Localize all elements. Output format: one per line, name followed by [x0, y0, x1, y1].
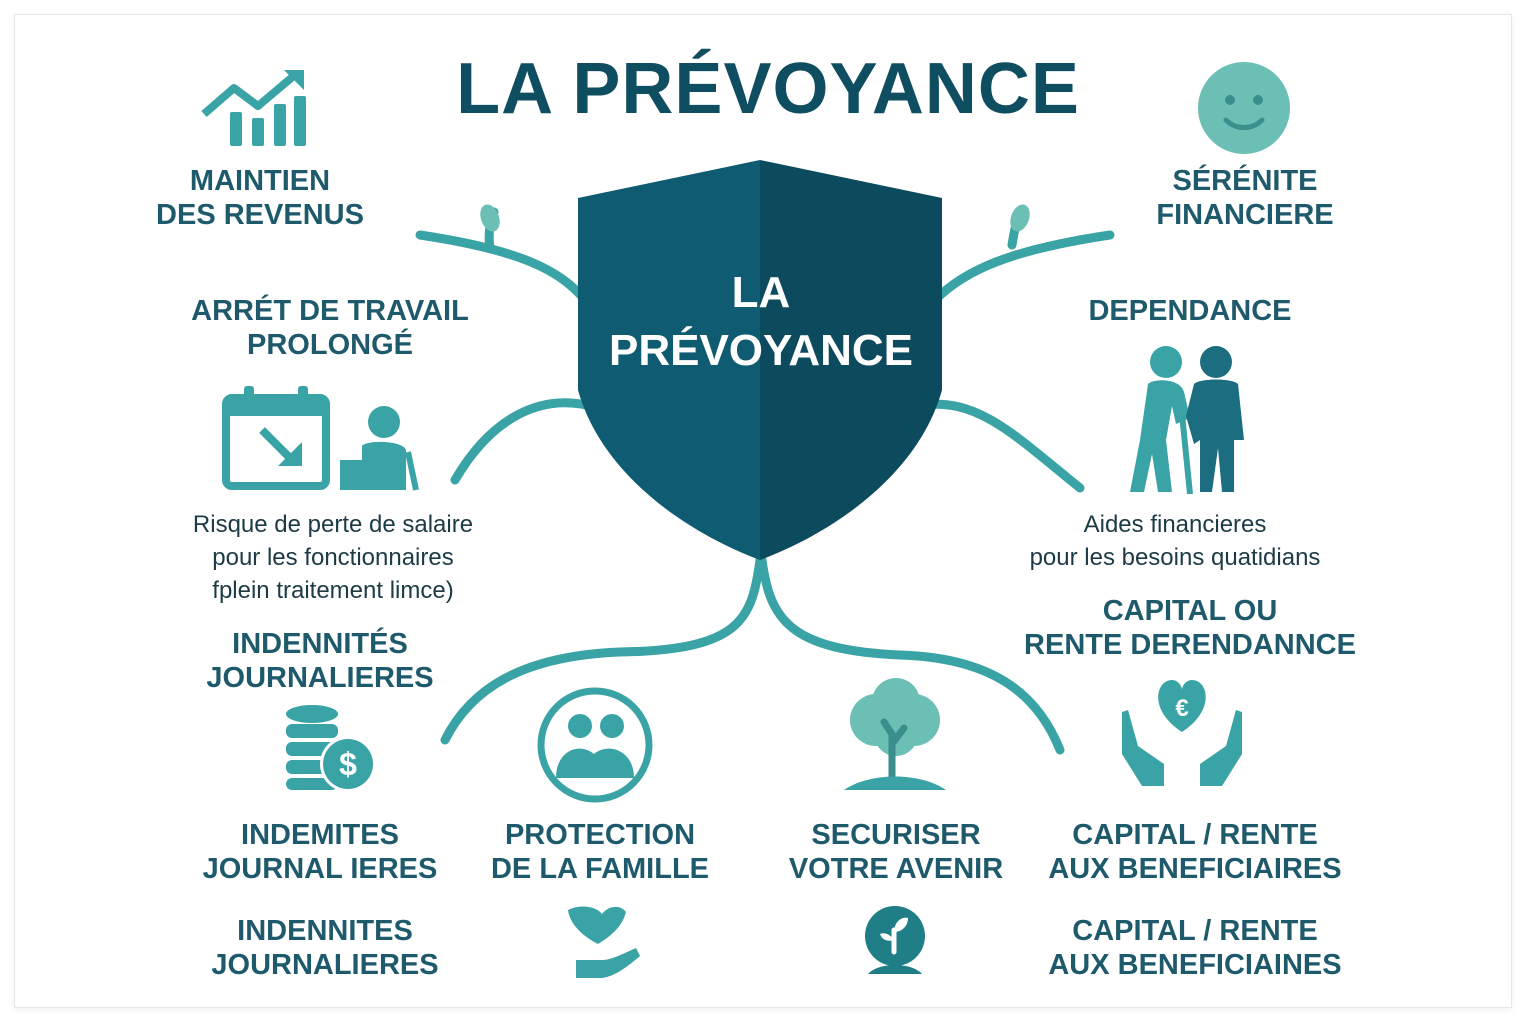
shield-left [578, 160, 760, 560]
growth-chart-icon [201, 70, 306, 146]
shield-right [760, 160, 942, 560]
svg-text:€: € [1175, 695, 1188, 722]
label-dependance: DEPENDANCE [1088, 295, 1292, 327]
smiley-icon [1198, 62, 1290, 154]
svg-text:$: $ [339, 746, 357, 782]
family-circle-icon [537, 687, 653, 803]
shield-label: LA PRÉVOYANCE [576, 264, 946, 380]
elderly-helper-icon [1130, 346, 1244, 494]
heart-hands-euro-icon: € [1122, 680, 1242, 786]
tree-icon [844, 678, 946, 790]
sprout-circle-icon [865, 906, 925, 974]
calendar-arrow-icon [222, 386, 330, 490]
worker-desk-icon [340, 406, 419, 491]
page-title: LA PRÉVOYANCE [456, 49, 1080, 129]
shield-line1: LA [731, 268, 791, 317]
shield-line2: PRÉVOYANCE [608, 326, 914, 375]
hand-heart-icon [568, 906, 640, 978]
coin-stack-dollar-icon: $ [286, 705, 376, 792]
